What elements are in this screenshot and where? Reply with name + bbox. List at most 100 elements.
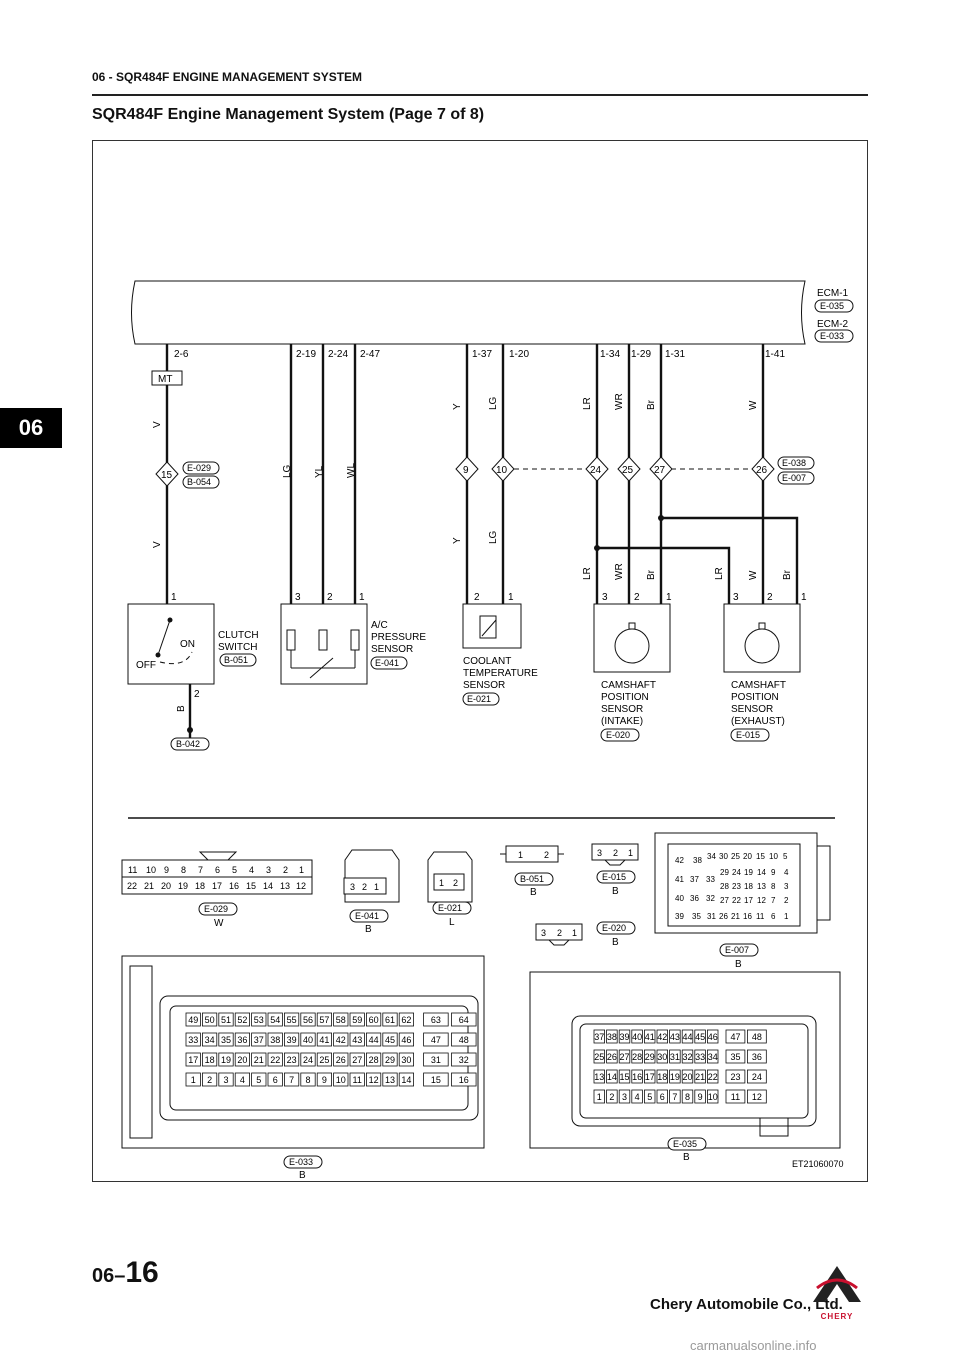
pin-label: 35	[730, 1052, 740, 1062]
pin-label: 40	[303, 1035, 313, 1045]
e029-bottom-row: 22 21 20 19 18 17 16 15 14 13 12	[127, 881, 306, 891]
svg-text:33: 33	[706, 875, 715, 884]
pin-cell	[185, 1032, 201, 1047]
figure-id: ET21060070	[792, 1159, 844, 1169]
pin-label: 21	[254, 1055, 264, 1065]
pin-cell	[201, 1032, 218, 1047]
cam-exhaust-box	[723, 603, 801, 673]
svg-text:20: 20	[161, 881, 171, 891]
svg-text:27: 27	[654, 465, 666, 476]
svg-text:2: 2	[474, 592, 480, 603]
pin-label: 2-24	[328, 349, 348, 360]
pin-label: 11	[731, 1092, 740, 1102]
pin-num: 2	[194, 689, 200, 700]
svg-text:WR: WR	[614, 393, 625, 410]
svg-text:29: 29	[720, 868, 729, 877]
pin-cell	[218, 1052, 234, 1067]
pin-cell	[316, 1052, 333, 1067]
pin-label: 45	[385, 1035, 395, 1045]
pin-label: 1-34	[600, 349, 620, 360]
svg-text:B: B	[299, 1170, 306, 1181]
pin-cell	[251, 1032, 267, 1047]
section-tab: 06	[0, 408, 62, 448]
pin-cell	[349, 1072, 365, 1087]
b051-view	[505, 845, 559, 863]
pin-cell	[618, 1089, 631, 1104]
pin-cell	[365, 1072, 382, 1087]
pin-cell	[707, 1029, 719, 1044]
pin-cell	[451, 1072, 477, 1087]
svg-text:2: 2	[634, 592, 640, 603]
pin-label: 1-41	[765, 349, 785, 360]
pin-cell	[747, 1089, 767, 1104]
pin-cell	[656, 1089, 669, 1104]
pin-cell	[747, 1049, 767, 1064]
pin-cell	[234, 1052, 250, 1067]
pin-label: 30	[657, 1052, 667, 1062]
pin-label: 1	[191, 1075, 196, 1085]
svg-text:E-007: E-007	[725, 945, 749, 955]
svg-text:3: 3	[597, 848, 602, 858]
pin-cell	[681, 1089, 694, 1104]
svg-text:B: B	[683, 1152, 690, 1163]
pin-label: 5	[256, 1075, 261, 1085]
svg-text:12: 12	[296, 881, 306, 891]
svg-text:LR: LR	[714, 567, 725, 580]
clutch-switch-box	[127, 603, 215, 685]
svg-text:3: 3	[541, 928, 546, 938]
pin-label: 23	[287, 1055, 297, 1065]
pin-cell	[606, 1089, 618, 1104]
e007-view	[654, 832, 818, 934]
pin-cell	[382, 1032, 398, 1047]
header-rule	[92, 94, 868, 96]
pin-label: 62	[401, 1015, 411, 1025]
svg-text:41: 41	[675, 875, 684, 884]
pin-label: 36	[237, 1035, 247, 1045]
pin-cell	[618, 1069, 631, 1084]
pin-label: 1-37	[472, 349, 492, 360]
pin-label: 64	[459, 1015, 469, 1025]
svg-text:W: W	[214, 918, 224, 929]
pin-cell	[631, 1069, 643, 1084]
ecm1-code-pill	[814, 299, 854, 313]
pin-label: 55	[287, 1015, 297, 1025]
svg-text:13: 13	[757, 882, 766, 891]
svg-text:6: 6	[771, 912, 776, 921]
pin-cell	[631, 1089, 643, 1104]
pin-cell	[267, 1032, 283, 1047]
pin-label: 33	[188, 1035, 198, 1045]
ground-code: B-042	[176, 739, 200, 749]
pin-label: 37	[254, 1035, 264, 1045]
svg-text:Y: Y	[452, 403, 463, 410]
mt-box	[151, 370, 183, 386]
pin-cell	[333, 1032, 349, 1047]
pin-cell	[631, 1049, 643, 1064]
svg-text:A/C: A/C	[371, 620, 388, 631]
svg-text:Br: Br	[646, 569, 657, 580]
svg-text:SENSOR: SENSOR	[601, 704, 643, 715]
pin-cell	[398, 1052, 415, 1067]
company-name: Chery Automobile Co., Ltd.	[650, 1296, 843, 1313]
svg-text:8: 8	[181, 865, 186, 875]
pin-cell	[185, 1052, 201, 1067]
svg-text:1: 1	[628, 848, 633, 858]
pin-label: 44	[369, 1035, 379, 1045]
pin-cell	[300, 1052, 316, 1067]
pin-label: 17	[645, 1072, 655, 1082]
svg-text:L: L	[449, 917, 455, 928]
pin-label: 41	[319, 1035, 329, 1045]
svg-text:LG: LG	[282, 464, 293, 478]
svg-text:19: 19	[744, 868, 753, 877]
coolant-sensor-box	[462, 603, 522, 649]
svg-text:40: 40	[675, 894, 684, 903]
svg-text:21: 21	[144, 881, 154, 891]
svg-text:E-007: E-007	[782, 473, 806, 483]
ecm1-code: E-035	[820, 301, 844, 311]
pin-cell	[694, 1029, 706, 1044]
svg-text:21: 21	[731, 912, 740, 921]
pin-label: 32	[459, 1055, 469, 1065]
pin-cell	[725, 1069, 746, 1084]
svg-text:2: 2	[767, 592, 773, 603]
chery-logo-icon	[813, 1266, 861, 1302]
